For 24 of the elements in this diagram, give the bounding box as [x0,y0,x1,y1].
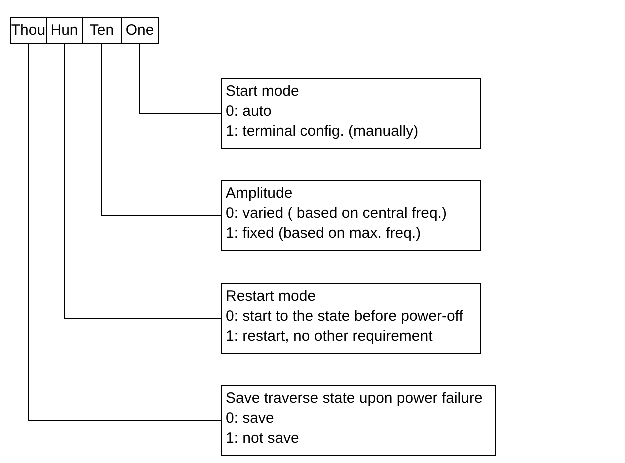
parameter-heading: Amplitude [226,184,294,204]
parameter-heading: Save traverse state upon power failure [226,389,484,409]
digit-cell: Ten [82,17,122,44]
option-text: 0: start to the state before power-off [226,307,464,327]
parameter-heading: Restart mode [226,287,318,307]
option-text: 1: terminal config. (manually) [226,122,420,142]
description-box [221,180,481,251]
description-box [221,385,496,456]
leader-line [140,44,222,114]
option-text: 1: not save [226,429,300,449]
digit-cell: One [121,17,159,44]
description-box [221,78,481,149]
leader-line [64,44,222,319]
option-text: 1: fixed (based on max. freq.) [226,224,422,244]
leader-line [28,44,222,421]
option-text: 0: save [226,409,276,429]
option-text: 0: auto [226,102,273,122]
digit-cell: Thou [10,17,47,44]
digit-cell: Hun [46,17,83,44]
parameter-heading: Start mode [226,82,300,102]
leader-line [102,44,222,216]
option-text: 0: varied ( based on central freq.) [226,204,448,224]
option-text: 1: restart, no other requirement [226,327,434,347]
description-box [221,283,481,354]
